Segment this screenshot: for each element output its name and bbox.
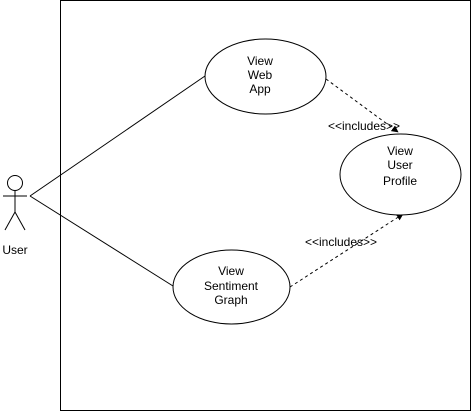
- include-edge-bottom: [289, 213, 404, 288]
- use-case-label-line: User: [387, 158, 412, 172]
- use-case-label-line: Web: [248, 68, 273, 82]
- use-case-label-line: Profile: [383, 174, 417, 188]
- include-label-top: <<includes>>: [328, 119, 400, 133]
- use-case-label-line: Sentiment: [204, 279, 259, 293]
- use-case-label-line: Graph: [214, 293, 247, 307]
- use-case-view-web-app: View Web App: [204, 38, 327, 115]
- use-case-view-sentiment-graph: View Sentiment Graph: [172, 249, 291, 325]
- use-case-label-line: View: [247, 54, 273, 68]
- use-case-ellipse: [339, 133, 462, 216]
- use-case-ellipse: [204, 38, 327, 115]
- actor-left-leg: [4, 211, 16, 231]
- use-case-view-user-profile: View User Profile: [339, 133, 462, 216]
- include-label-bottom: <<includes>>: [305, 235, 377, 249]
- association-web-app: [29, 75, 206, 197]
- include-edge-top: [325, 78, 399, 133]
- actor-head: [7, 175, 23, 191]
- use-case-label-line: View: [218, 264, 244, 278]
- use-case-ellipse: [172, 249, 291, 325]
- use-case-label-line: View: [387, 144, 413, 158]
- actor-right-leg: [14, 211, 26, 231]
- use-case-label-line: App: [249, 82, 271, 96]
- actor-label: User: [2, 243, 27, 257]
- association-sentiment-graph: [29, 195, 174, 287]
- user-actor: [3, 175, 27, 231]
